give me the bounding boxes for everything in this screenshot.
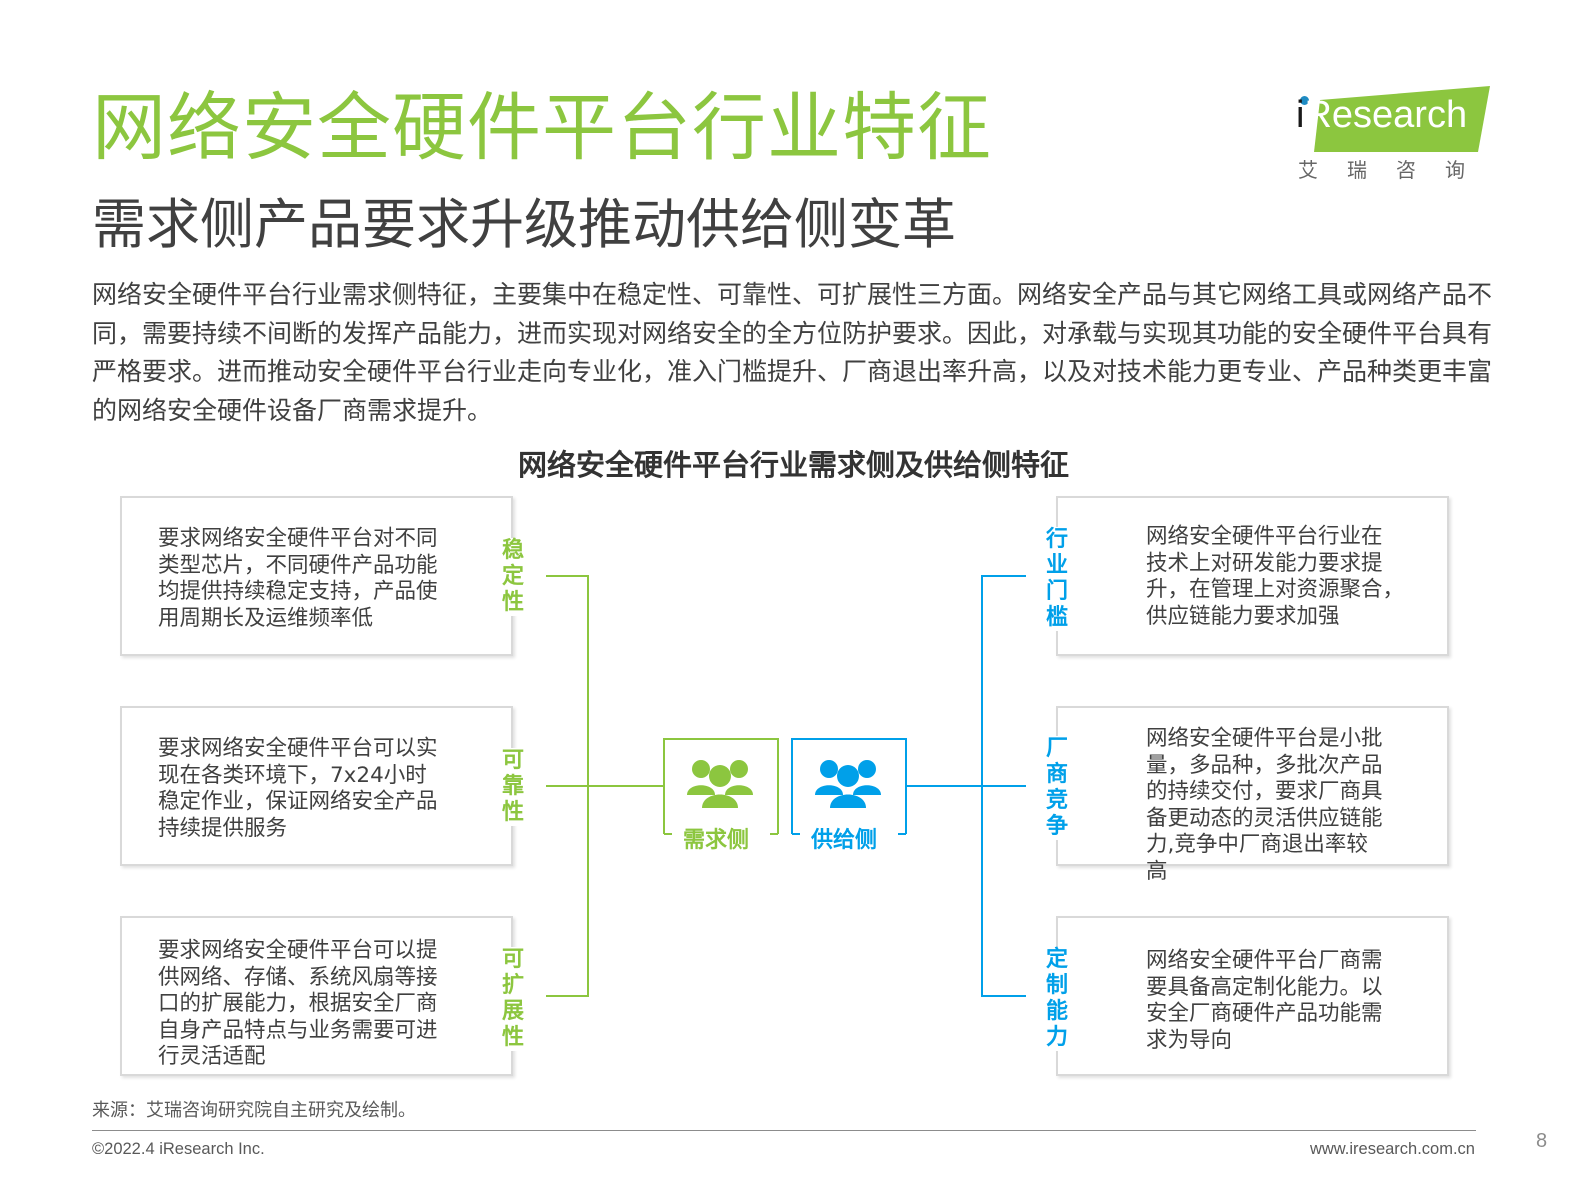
text-line: 安全厂商硬件产品功能需 [1146, 1001, 1383, 1026]
text-line: 技术上对研发能力要求提 [1146, 550, 1383, 576]
label-char: 稳 [501, 538, 524, 563]
supply-people-icon [815, 760, 881, 808]
text-line: 用周期长及运维频率低 [158, 605, 374, 631]
intro-text: 网络安全硬件平台行业需求侧特征，主要集中在稳定性、可靠性、可扩展性三方面。网络安… [92, 280, 1493, 425]
text-line: 高 [1146, 858, 1168, 884]
supply-label-customization: 定 制 能 力 [1042, 947, 1072, 1051]
label-char: 性 [501, 800, 524, 825]
label-char: 行 [1045, 527, 1068, 552]
logo-subtitle: 艾瑞咨询 [1298, 158, 1494, 182]
demand-card-text: 要求网络安全硬件平台可以提 供网络、存储、系统风扇等接 口的扩展能力，根据安全厂… [158, 938, 438, 1071]
label-char: 商 [1045, 762, 1068, 787]
demand-card-stability: 要求网络安全硬件平台对不同 类型芯片，不同硬件产品功能 均提供持续稳定支持，产品… [120, 496, 513, 656]
diagram-title: 网络安全硬件平台行业需求侧及供给侧特征 [517, 448, 1069, 482]
demand-card-text: 要求网络安全硬件平台可以实 现在各类环境下，7x24小时 稳定作业，保证网络安全… [158, 736, 438, 842]
logo-wordmark: iResearch [1296, 94, 1467, 137]
demand-label-reliability: 可 靠 性 [498, 748, 528, 826]
logo-dot-icon [1300, 96, 1309, 105]
supply-center-frame [791, 738, 907, 835]
text-line: 网络安全硬件平台是小批 [1146, 726, 1383, 751]
text-line: 的持续交付，要求厂商具 [1146, 779, 1383, 804]
text-line: 自身产品特点与业务需要可进 [158, 1017, 438, 1043]
text-line: 类型芯片，不同硬件产品功能 [158, 552, 438, 578]
text-line: 持续提供服务 [158, 815, 288, 841]
copyright: ©2022.4 iResearch Inc. [92, 1140, 265, 1158]
text-line: 要具备高定制化能力。以 [1146, 974, 1383, 1000]
label-char: 能 [1045, 999, 1068, 1024]
text-line: 网络安全硬件平台行业在 [1146, 524, 1383, 549]
label-char: 扩 [501, 973, 524, 998]
text-line: 升，在管理上对资源聚合， [1146, 577, 1405, 602]
label-char: 性 [501, 590, 524, 615]
supply-side-label: 供给侧 [810, 828, 877, 853]
iresearch-logo: iResearch 艾瑞咨询 [1296, 82, 1496, 182]
supply-connector-top [981, 575, 1026, 997]
text-line: 要求网络安全硬件平台对不同 [158, 526, 438, 551]
label-char: 可 [501, 748, 524, 773]
text-line: 行灵活适配 [158, 1044, 266, 1069]
text-line: 备更动态的灵活供应链能 [1146, 805, 1383, 831]
text-line: 要求网络安全硬件平台可以实 [158, 736, 438, 761]
page-number: 8 [1536, 1130, 1548, 1152]
supply-card-text: 网络安全硬件平台行业在 技术上对研发能力要求提 升，在管理上对资源聚合， 供应链… [1146, 524, 1404, 630]
website-link[interactable]: www.iresearch.com.cn [1309, 1140, 1475, 1158]
intro-paragraph: 网络安全硬件平台行业需求侧特征，主要集中在稳定性、可靠性、可扩展性三方面。网络安… [92, 276, 1492, 430]
label-char: 定 [501, 564, 524, 589]
supply-card-text: 网络安全硬件平台厂商需 要具备高定制化能力。以 安全厂商硬件产品功能需 求为导向 [1146, 948, 1383, 1054]
text-line: 量，多品种，多批次产品 [1146, 752, 1383, 778]
label-char: 业 [1045, 553, 1068, 578]
supply-card-text: 网络安全硬件平台是小批 量，多品种，多批次产品 的持续交付，要求厂商具 备更动态… [1146, 726, 1383, 885]
source-note: 来源：艾瑞咨询研究院自主研究及绘制。 [92, 1100, 416, 1121]
text-line: 均提供持续稳定支持，产品使 [158, 579, 438, 604]
label-char: 靠 [501, 774, 524, 799]
text-line: 稳定作业，保证网络安全产品 [158, 789, 438, 814]
demand-people-icon [687, 760, 753, 808]
demand-connector-top [546, 575, 589, 997]
label-char: 可 [501, 947, 524, 972]
text-line: 力,竞争中厂商退出率较 [1146, 832, 1368, 857]
text-line: 求为导向 [1146, 1027, 1233, 1053]
text-line: 供应链能力要求加强 [1146, 603, 1340, 629]
text-line: 现在各类环境下，7x24小时 [158, 762, 427, 788]
logo-wordmark-i: i [1296, 94, 1305, 136]
label-char: 力 [1045, 1025, 1068, 1050]
label-char: 争 [1045, 814, 1068, 839]
supply-card-customization: 网络安全硬件平台厂商需 要具备高定制化能力。以 安全厂商硬件产品功能需 求为导向 [1056, 916, 1449, 1076]
demand-card-scalability: 要求网络安全硬件平台可以提 供网络、存储、系统风扇等接 口的扩展能力，根据安全厂… [120, 916, 513, 1076]
label-char: 竞 [1045, 788, 1068, 813]
demand-card-text: 要求网络安全硬件平台对不同 类型芯片，不同硬件产品功能 均提供持续稳定支持，产品… [158, 526, 438, 632]
supply-card-vendor-competition: 网络安全硬件平台是小批 量，多品种，多批次产品 的持续交付，要求厂商具 备更动态… [1056, 706, 1449, 884]
demand-side-label: 需求侧 [682, 828, 749, 853]
demand-label-stability: 稳 定 性 [498, 538, 528, 616]
label-char: 定 [1045, 947, 1068, 972]
supply-card-industry-threshold: 网络安全硬件平台行业在 技术上对研发能力要求提 升，在管理上对资源聚合， 供应链… [1056, 496, 1449, 656]
footer-divider [92, 1130, 1476, 1131]
label-char: 槛 [1045, 605, 1068, 630]
text-line: 口的扩展能力，根据安全厂商 [158, 991, 438, 1016]
page-subtitle: 需求侧产品要求升级推动供给侧变革 [92, 193, 956, 256]
label-char: 性 [501, 1025, 524, 1050]
label-char: 制 [1045, 973, 1068, 998]
label-char: 展 [501, 999, 524, 1024]
text-line: 网络安全硬件平台厂商需 [1146, 948, 1383, 973]
logo-banner-shape [1314, 86, 1490, 152]
logo-wordmark-rest: Research [1304, 94, 1468, 136]
page-title: 网络安全硬件平台行业特征 [92, 85, 992, 171]
label-char: 厂 [1045, 736, 1068, 761]
supply-connector-lines [906, 575, 1026, 997]
supply-label-vendor-competition: 厂 商 竞 争 [1042, 736, 1072, 840]
demand-card-reliability: 要求网络安全硬件平台可以实 现在各类环境下，7x24小时 稳定作业，保证网络安全… [120, 706, 513, 866]
label-char: 门 [1045, 579, 1068, 604]
demand-label-scalability: 可 扩 展 性 [498, 947, 528, 1051]
demand-connector-lines [546, 575, 664, 997]
text-line: 要求网络安全硬件平台可以提 [158, 938, 438, 963]
demand-center-frame [663, 738, 779, 835]
text-line: 供网络、存储、系统风扇等接 [158, 964, 438, 990]
supply-label-industry-threshold: 行 业 门 槛 [1042, 527, 1072, 631]
